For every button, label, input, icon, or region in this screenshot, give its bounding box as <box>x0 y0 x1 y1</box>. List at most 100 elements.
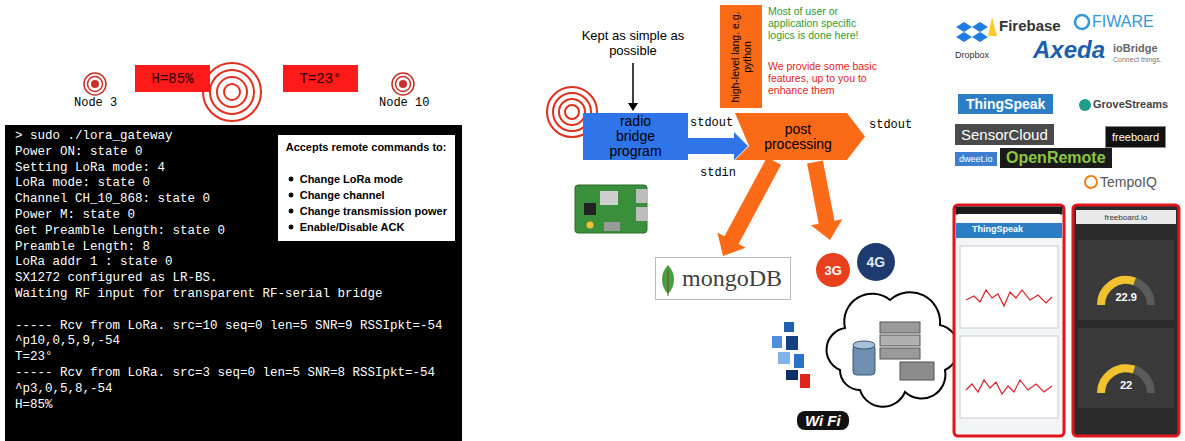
node-text: H=85% <box>15 398 462 414</box>
board-jack <box>587 222 594 229</box>
service-logo: Dropbox <box>955 50 989 60</box>
firebase-icon <box>988 17 997 36</box>
usb-port <box>636 189 648 203</box>
node-text: ^p3,0,5,8,-54 <box>15 382 462 398</box>
leader-arrowhead <box>628 103 638 111</box>
radio-wave <box>210 70 254 114</box>
node-text: LoRa mode: state 0 <box>15 176 462 192</box>
chart-line <box>966 290 1052 306</box>
url-bar <box>958 214 1060 222</box>
node-text: ----- Rcv from LoRa. src=3 seq=0 len=5 S… <box>15 366 462 382</box>
language-box: high-level lang. e.g. python <box>720 5 762 108</box>
network-label: 4G <box>867 254 886 270</box>
process-arrow: post processing <box>735 113 865 160</box>
chevron-shape <box>735 113 865 160</box>
server <box>880 335 920 346</box>
node-text: Power M: state 0 <box>15 208 462 224</box>
gauge-value: 22.9 <box>1116 291 1137 303</box>
node-icon-ring <box>396 77 411 92</box>
node-text: T=23° <box>299 71 341 87</box>
dropbox-icon <box>956 22 972 32</box>
3g-icon <box>816 253 850 287</box>
node-text: Preamble Length: 8 <box>15 240 462 256</box>
service-logo: ThingSpeak <box>958 94 1053 114</box>
node-icon-ring <box>392 73 414 95</box>
phone-screenshot <box>954 205 1064 436</box>
app-title: ThingSpeak <box>972 224 1023 234</box>
server <box>880 348 920 359</box>
radio-wave <box>224 84 240 100</box>
stream-label: stdout <box>869 118 912 132</box>
node-icon-core <box>399 80 407 88</box>
gauge-track <box>1101 368 1151 393</box>
gauge-value <box>1101 368 1134 393</box>
edge-label: stdout <box>690 116 733 130</box>
service-logo: GroveStreams <box>1093 98 1168 110</box>
node-text: mongoDB <box>682 265 782 292</box>
node-icon-ring <box>84 73 106 95</box>
node-text: Get Preamble Length: state 0 <box>15 224 462 240</box>
node-icon-ring <box>88 77 103 92</box>
note: Most of user or application specific log… <box>768 5 880 41</box>
radio-wave <box>565 105 579 119</box>
network-label: 3G <box>825 263 842 278</box>
chart-panel <box>960 336 1058 418</box>
url-text: freeboard.io <box>1105 213 1148 222</box>
node-text: ^p10,0,5,9,-54 <box>15 334 462 350</box>
block-arrow <box>688 132 748 160</box>
cloud <box>827 292 959 406</box>
service-logo: freeboard <box>1105 126 1166 148</box>
logo-block <box>778 352 790 364</box>
service-logo: Firebase <box>999 17 1061 34</box>
node-text: Change LoRa mode <box>286 171 447 187</box>
service-logo: ioBridge <box>1113 42 1158 54</box>
logo-block <box>800 374 810 388</box>
node-text: radio bridge program <box>609 114 661 159</box>
node-text: T=23° <box>15 350 462 366</box>
node-text: Accepts remote commands to: <box>286 139 447 155</box>
reading-box: T=23° <box>283 65 358 92</box>
dropbox-icon <box>972 32 988 42</box>
node-text: SX1272 configured as LR-BS. <box>15 271 462 287</box>
service-logo: FIWARE <box>1092 13 1154 31</box>
logo-block <box>786 336 798 350</box>
service-logo: dweet.io <box>955 152 997 166</box>
node-text: Power ON: state 0 <box>15 145 462 161</box>
leader-line <box>632 63 634 104</box>
service-logo: TempoIQ <box>1100 174 1157 190</box>
node-text: LoRa addr 1 : state 0 <box>15 255 462 271</box>
wifi-logo: Wi Fi <box>797 411 849 430</box>
server <box>880 322 920 333</box>
node-text: > sudo ./lora_gateway <box>15 129 462 145</box>
chart-line <box>966 380 1052 394</box>
logo-block <box>784 322 794 332</box>
gauge-panel <box>1078 240 1174 320</box>
raspberry-pi-board <box>575 185 647 233</box>
node-icon-core <box>91 80 99 88</box>
gauge-panel <box>1078 328 1174 408</box>
mongodb-leaf-stem <box>668 270 669 296</box>
database-logo: mongoDB <box>655 257 791 300</box>
logo-block <box>794 354 804 368</box>
command-box: Accepts remote commands to: Change LoRa m… <box>278 135 455 241</box>
radio-wave <box>559 99 585 125</box>
usb-port <box>636 207 648 221</box>
note: We provide some basic features, up to yo… <box>768 60 880 96</box>
node-label: Node 3 <box>74 96 117 110</box>
dropbox-icon <box>956 32 972 42</box>
process-box: radio bridge program <box>583 113 688 160</box>
service-logo: Axeda <box>1033 36 1105 64</box>
node-label: Node 10 <box>379 96 429 110</box>
node-text: ----- Rcv from LoRa. src=10 seq=0 len=5 … <box>15 319 462 335</box>
grovestreams-icon <box>1079 99 1091 111</box>
gauge-value: 22 <box>1120 379 1132 391</box>
phone-screenshot <box>1073 205 1179 436</box>
node-text: Change channel <box>286 187 447 203</box>
fiware-icon <box>1075 15 1089 29</box>
node-text: Channel CH_10_868: state 0 <box>15 192 462 208</box>
tempoiq-icon <box>1085 176 1097 188</box>
node-text: Enable/Disable ACK <box>286 219 447 235</box>
app-header <box>956 223 1062 238</box>
stream-label: stdin <box>700 166 736 180</box>
